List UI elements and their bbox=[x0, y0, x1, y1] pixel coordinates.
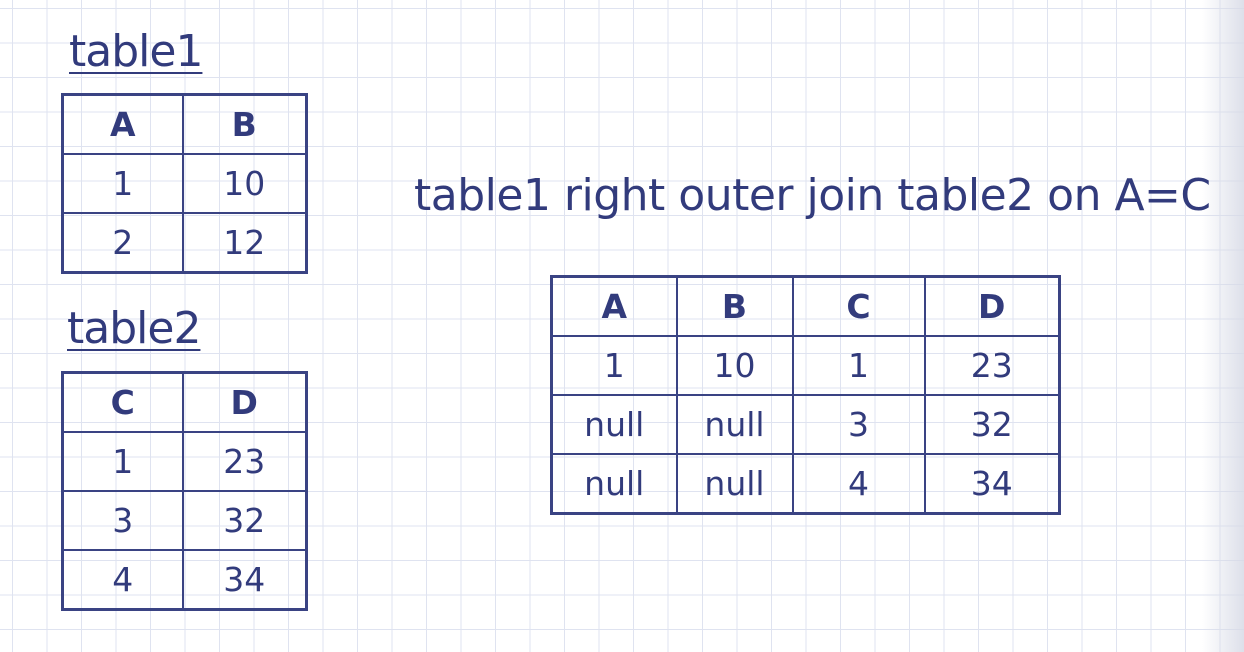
table2-caption: table2 bbox=[67, 303, 201, 354]
table-cell: 2 bbox=[61, 212, 184, 274]
table1: A B 1 10 2 12 bbox=[61, 93, 308, 274]
table-cell: 34 bbox=[181, 549, 308, 611]
table-cell: null bbox=[675, 453, 794, 515]
table-cell: 4 bbox=[791, 453, 926, 515]
table-row: 3 32 bbox=[61, 490, 308, 551]
table-cell: null bbox=[550, 394, 678, 455]
table-cell: 23 bbox=[181, 431, 308, 492]
table-cell: 4 bbox=[61, 549, 184, 611]
join-result-table: A B C D 1 10 1 23 null null 3 32 null nu… bbox=[550, 275, 1061, 515]
column-header: A bbox=[61, 93, 184, 155]
table-header-row: A B bbox=[61, 93, 308, 155]
table-header-row: A B C D bbox=[550, 275, 1061, 337]
column-header: A bbox=[550, 275, 678, 337]
table-cell: 23 bbox=[923, 335, 1061, 396]
table-row: null null 3 32 bbox=[550, 394, 1061, 455]
table-cell: 1 bbox=[550, 335, 678, 396]
table-cell: 1 bbox=[791, 335, 926, 396]
table-cell: null bbox=[675, 394, 794, 455]
column-header: D bbox=[181, 371, 308, 433]
table-row: 1 10 1 23 bbox=[550, 335, 1061, 396]
table-cell: 3 bbox=[791, 394, 926, 455]
table-cell: 32 bbox=[923, 394, 1061, 455]
table2: C D 1 23 3 32 4 34 bbox=[61, 371, 308, 611]
table-cell: 10 bbox=[675, 335, 794, 396]
table-cell: 34 bbox=[923, 453, 1061, 515]
table-cell: null bbox=[550, 453, 678, 515]
table-cell: 1 bbox=[61, 153, 184, 214]
table-cell: 1 bbox=[61, 431, 184, 492]
table1-caption: table1 bbox=[69, 26, 203, 77]
table-cell: 10 bbox=[181, 153, 308, 214]
column-header: D bbox=[923, 275, 1061, 337]
column-header: B bbox=[675, 275, 794, 337]
table-cell: 3 bbox=[61, 490, 184, 551]
table-row: 4 34 bbox=[61, 549, 308, 611]
column-header: B bbox=[181, 93, 308, 155]
page-edge-shadow bbox=[1202, 0, 1244, 652]
table-cell: 32 bbox=[181, 490, 308, 551]
table-cell: 12 bbox=[181, 212, 308, 274]
table-header-row: C D bbox=[61, 371, 308, 433]
table-row: 1 10 bbox=[61, 153, 308, 214]
join-title: table1 right outer join table2 on A=C bbox=[414, 170, 1211, 221]
column-header: C bbox=[791, 275, 926, 337]
table-row: 1 23 bbox=[61, 431, 308, 492]
table-row: null null 4 34 bbox=[550, 453, 1061, 515]
column-header: C bbox=[61, 371, 184, 433]
table-row: 2 12 bbox=[61, 212, 308, 274]
